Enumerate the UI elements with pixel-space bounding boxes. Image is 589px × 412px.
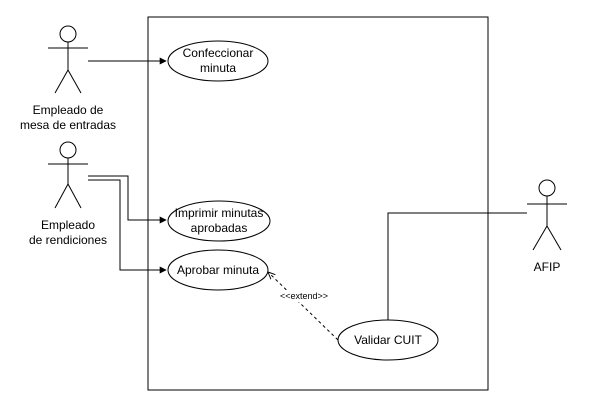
actor-label-line2: de rendiciones bbox=[29, 233, 107, 247]
actor-label: AFIP bbox=[534, 260, 561, 274]
stick-figure-icon bbox=[48, 141, 88, 209]
system-boundary bbox=[147, 16, 489, 391]
association-line bbox=[387, 212, 527, 320]
extend-label-bg bbox=[275, 290, 333, 302]
extend-label: <<extend>> bbox=[280, 291, 328, 301]
association-line bbox=[88, 179, 167, 274]
actor-label-line2: mesa de entradas bbox=[20, 118, 116, 132]
use-case-label-line1: Imprimir minutas bbox=[175, 206, 264, 220]
use-case-label-line2: aprobadas bbox=[191, 221, 248, 235]
actor-label-line1: Empleado de bbox=[33, 103, 104, 117]
association-line bbox=[88, 175, 167, 224]
use-case-validar-cuit[interactable]: Validar CUIT bbox=[337, 319, 439, 361]
actor-label-line1: Empleado bbox=[41, 218, 95, 232]
actor-afip[interactable]: AFIP bbox=[527, 179, 567, 274]
extend-line bbox=[268, 272, 339, 341]
stick-figure-icon bbox=[527, 179, 567, 251]
actor-empleado-mesa[interactable]: Empleado de mesa de entradas bbox=[20, 25, 116, 132]
use-case-label: Validar CUIT bbox=[354, 333, 422, 347]
use-case-confeccionar-minuta[interactable]: Confeccionar minuta bbox=[167, 40, 269, 82]
stick-figure-icon bbox=[48, 25, 88, 94]
use-case-label: Aprobar minuta bbox=[177, 263, 259, 277]
use-case-imprimir-minutas[interactable]: Imprimir minutas aprobadas bbox=[167, 200, 271, 242]
use-case-label-line1: Confeccionar bbox=[183, 46, 254, 60]
actor-empleado-rendiciones[interactable]: Empleado de rendiciones bbox=[29, 141, 107, 247]
use-case-label-line2: minuta bbox=[200, 61, 236, 75]
use-case-aprobar-minuta[interactable]: Aprobar minuta bbox=[167, 249, 269, 291]
